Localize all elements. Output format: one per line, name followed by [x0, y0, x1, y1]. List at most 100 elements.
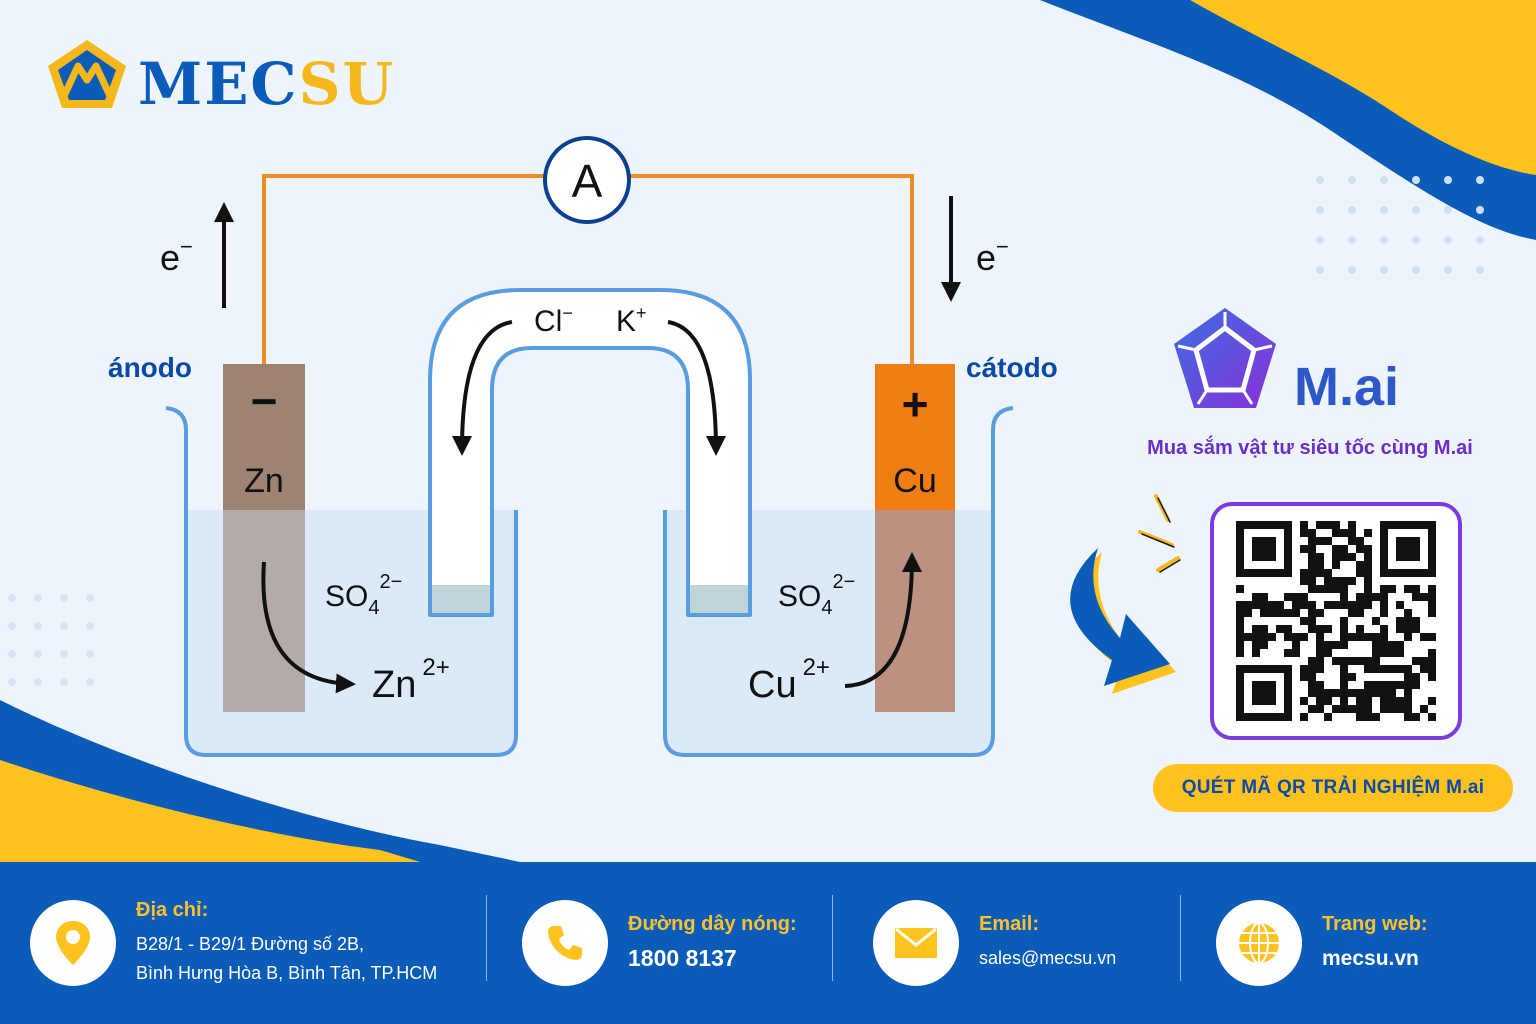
footer-divider [486, 895, 487, 981]
qr-module [1348, 657, 1356, 665]
qr-module [1252, 633, 1260, 641]
qr-module [1348, 673, 1356, 681]
qr-module [1244, 609, 1252, 617]
mecsu-logo-icon [48, 40, 126, 108]
qr-module [1332, 577, 1340, 585]
qr-module [1284, 593, 1292, 601]
decor-dot-grid-left [8, 594, 94, 686]
qr-module [1396, 697, 1404, 705]
qr-module [1332, 521, 1340, 529]
qr-module [1412, 617, 1420, 625]
qr-module [1260, 609, 1268, 617]
address-line1: B28/1 - B29/1 Đường số 2B, [136, 933, 364, 954]
qr-module [1372, 617, 1380, 625]
qr-module [1428, 609, 1436, 617]
cathode-sign: + [902, 378, 929, 430]
qr-module [1372, 681, 1380, 689]
qr-module [1308, 705, 1316, 713]
qr-module [1316, 625, 1324, 633]
hotline-value[interactable]: 1800 8137 [628, 945, 737, 971]
qr-module [1340, 681, 1348, 689]
qr-module [1380, 601, 1388, 609]
qr-module [1292, 609, 1300, 617]
qr-module [1308, 577, 1316, 585]
bridge-cation-label: K+ [616, 303, 647, 338]
qr-module [1308, 601, 1316, 609]
qr-module [1372, 593, 1380, 601]
qr-module [1308, 617, 1316, 625]
qr-module [1364, 529, 1372, 537]
qr-module [1348, 609, 1356, 617]
qr-module [1308, 681, 1316, 689]
qr-module [1260, 593, 1268, 601]
qr-module [1324, 601, 1332, 609]
qr-finder-pattern [1252, 537, 1276, 561]
qr-module [1412, 673, 1420, 681]
qr-cta-button[interactable]: QUÉT MÃ QR TRẢI NGHIỆM M.ai [1153, 764, 1513, 812]
qr-module [1300, 545, 1308, 553]
qr-module [1340, 673, 1348, 681]
qr-module [1364, 665, 1372, 673]
qr-module [1252, 601, 1260, 609]
qr-module [1356, 689, 1364, 697]
qr-module [1396, 601, 1404, 609]
qr-module [1364, 553, 1372, 561]
qr-module [1316, 569, 1324, 577]
qr-module [1380, 697, 1388, 705]
qr-module [1300, 633, 1308, 641]
qr-module [1348, 529, 1356, 537]
qr-module [1316, 641, 1324, 649]
footer-hotline: Đường dây nóng: 1800 8137 [522, 862, 797, 1024]
decor-dot-grid-right [1316, 176, 1484, 274]
qr-module [1348, 521, 1356, 529]
qr-module [1260, 601, 1268, 609]
qr-module [1380, 649, 1388, 657]
qr-module [1404, 673, 1412, 681]
qr-module [1332, 545, 1340, 553]
qr-module [1428, 713, 1436, 721]
qr-module [1412, 657, 1420, 665]
qr-module [1420, 633, 1428, 641]
qr-module [1356, 545, 1364, 553]
qr-module [1372, 633, 1380, 641]
qr-code[interactable] [1210, 502, 1462, 740]
web-value[interactable]: mecsu.vn [1322, 947, 1419, 970]
qr-module [1356, 601, 1364, 609]
qr-module [1308, 545, 1316, 553]
qr-module [1284, 649, 1292, 657]
decor-top-right-wave [1040, 0, 1536, 240]
qr-module [1300, 569, 1308, 577]
qr-module [1260, 641, 1268, 649]
email-value[interactable]: sales@mecsu.vn [979, 948, 1117, 968]
qr-module [1380, 585, 1388, 593]
qr-module [1316, 561, 1324, 569]
qr-module [1396, 625, 1404, 633]
qr-module [1364, 545, 1372, 553]
qr-module [1324, 521, 1332, 529]
qr-module [1380, 705, 1388, 713]
qr-module [1244, 633, 1252, 641]
qr-module [1348, 689, 1356, 697]
qr-module [1300, 713, 1308, 721]
qr-module [1332, 585, 1340, 593]
qr-module [1236, 633, 1244, 641]
qr-module [1316, 633, 1324, 641]
qr-module [1308, 585, 1316, 593]
qr-module [1348, 537, 1356, 545]
qr-module [1356, 633, 1364, 641]
qr-module [1316, 665, 1324, 673]
qr-module [1284, 633, 1292, 641]
qr-module [1372, 649, 1380, 657]
qr-module [1364, 713, 1372, 721]
qr-module [1292, 601, 1300, 609]
qr-module [1364, 585, 1372, 593]
qr-module [1420, 657, 1428, 665]
qr-module [1268, 601, 1276, 609]
qr-module [1412, 713, 1420, 721]
globe-icon [1216, 900, 1302, 986]
anode-label: ánodo [108, 352, 192, 383]
qr-module [1308, 657, 1316, 665]
qr-module [1356, 625, 1364, 633]
qr-module [1300, 673, 1308, 681]
